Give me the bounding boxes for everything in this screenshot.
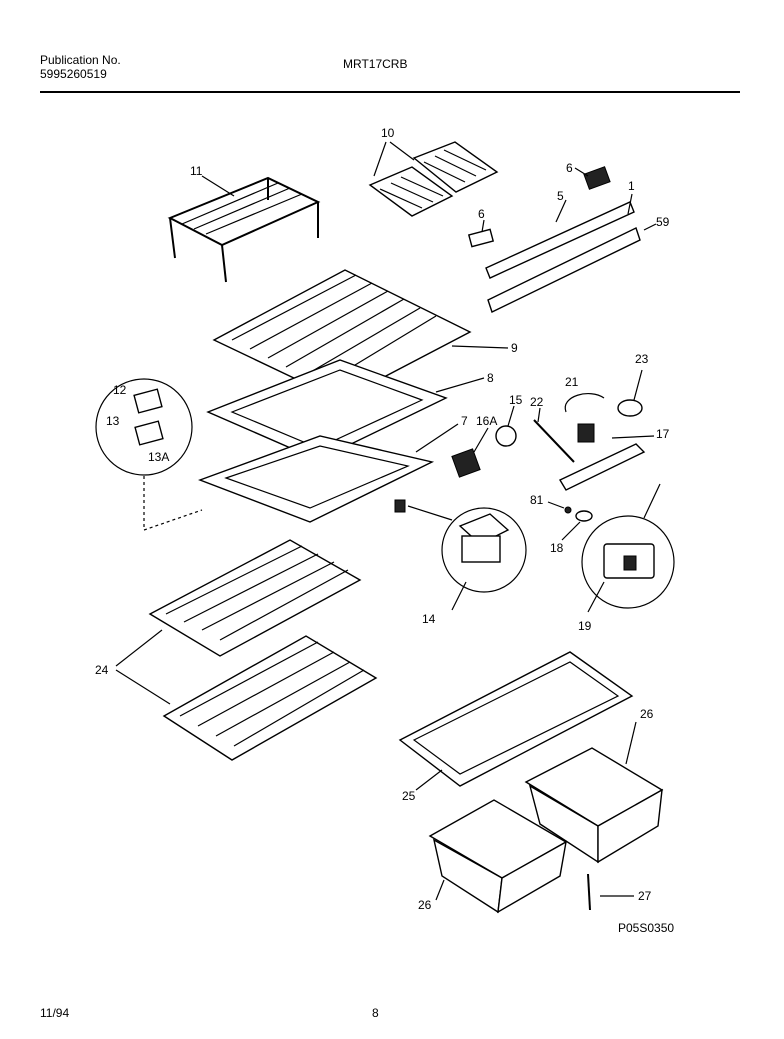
callout-11: 11 bbox=[190, 164, 203, 178]
callout-13a: 13A bbox=[148, 450, 169, 464]
part-1-trim bbox=[487, 227, 641, 313]
model-number: MRT17CRB bbox=[343, 57, 408, 71]
part-26-drawer-right bbox=[524, 747, 664, 864]
callout-5: 5 bbox=[557, 189, 564, 203]
part-18-washer bbox=[575, 510, 593, 522]
part-17-housing bbox=[559, 443, 646, 491]
part-8-tray bbox=[206, 359, 448, 461]
callout-10: 10 bbox=[381, 126, 395, 140]
leader-10a bbox=[373, 141, 387, 177]
leader-15 bbox=[507, 405, 515, 427]
leader-17 bbox=[611, 435, 655, 439]
callout-8: 8 bbox=[487, 371, 494, 385]
callout-81: 81 bbox=[530, 493, 544, 507]
leader-9 bbox=[451, 345, 509, 349]
detail-circle-19 bbox=[581, 515, 675, 609]
leader-22 bbox=[537, 407, 541, 423]
part-27-rod bbox=[587, 873, 591, 911]
callout-24: 24 bbox=[95, 663, 109, 677]
part-19-rocker bbox=[623, 555, 637, 571]
leader-1 bbox=[627, 193, 633, 215]
publication-label: Publication No. bbox=[40, 53, 121, 67]
leader-26b bbox=[435, 879, 445, 901]
part-16a-socket bbox=[451, 448, 481, 478]
publication-date: 11/94 bbox=[40, 1006, 70, 1020]
part-81-screw bbox=[564, 506, 572, 514]
leader-24a bbox=[115, 629, 163, 667]
leader-10b bbox=[389, 141, 415, 161]
leader-23 bbox=[633, 369, 643, 401]
part-59-screw bbox=[643, 223, 657, 231]
leader-18 bbox=[561, 521, 581, 541]
page-number: 8 bbox=[372, 1006, 379, 1020]
part-6-clip-lower bbox=[467, 228, 495, 248]
callout-12: 12 bbox=[113, 383, 127, 397]
part-26-drawer-left bbox=[428, 799, 568, 914]
callout-27: 27 bbox=[638, 889, 652, 903]
leader-6a bbox=[574, 167, 589, 177]
part-14-small bbox=[394, 499, 406, 513]
leader-25 bbox=[415, 769, 443, 791]
leader-19 bbox=[587, 581, 605, 613]
leader-16a bbox=[473, 427, 489, 453]
part-7-pan bbox=[198, 435, 435, 523]
part-13 bbox=[134, 420, 164, 446]
leader-14-link bbox=[407, 505, 453, 521]
callout-26-left: 26 bbox=[418, 898, 432, 912]
part-22-rod bbox=[533, 419, 575, 463]
callout-21: 21 bbox=[565, 375, 579, 389]
callout-16a: 16A bbox=[476, 414, 497, 428]
callout-17: 17 bbox=[656, 427, 670, 441]
leader-14 bbox=[451, 581, 467, 611]
part-24-shelf-upper bbox=[148, 539, 362, 657]
leader-19-link bbox=[643, 483, 661, 519]
detail-dash-link bbox=[143, 476, 203, 531]
part-25-crisper-cover bbox=[398, 651, 634, 787]
part-10-ice-trays bbox=[368, 141, 499, 217]
callout-59: 59 bbox=[656, 215, 670, 229]
callout-6-lower: 6 bbox=[478, 207, 485, 221]
callout-26-right: 26 bbox=[640, 707, 654, 721]
part-24-shelf-lower bbox=[162, 635, 378, 761]
callout-23: 23 bbox=[635, 352, 649, 366]
callout-25: 25 bbox=[402, 789, 416, 803]
leader-11 bbox=[201, 175, 235, 197]
leader-7 bbox=[415, 423, 459, 453]
callout-7: 7 bbox=[461, 414, 468, 428]
header-rule bbox=[40, 91, 740, 93]
part-6-clip-upper bbox=[583, 166, 611, 190]
leader-6b bbox=[481, 219, 485, 233]
callout-18: 18 bbox=[550, 541, 564, 555]
leader-8 bbox=[435, 377, 485, 393]
leader-24b bbox=[115, 669, 171, 705]
part-12 bbox=[133, 388, 163, 414]
callout-1: 1 bbox=[628, 179, 635, 193]
part-11-wire-rack bbox=[167, 176, 321, 283]
callout-13: 13 bbox=[106, 414, 120, 428]
leader-26a bbox=[625, 721, 637, 765]
callout-6-upper: 6 bbox=[566, 161, 573, 175]
callout-15: 15 bbox=[509, 393, 523, 407]
leader-5 bbox=[555, 199, 567, 223]
callout-14: 14 bbox=[422, 612, 436, 626]
detail-circle-12-13 bbox=[95, 378, 193, 476]
detail-circle-14 bbox=[441, 507, 527, 593]
callout-19: 19 bbox=[578, 619, 592, 633]
part-15-bulb bbox=[495, 425, 517, 447]
leader-81 bbox=[547, 501, 565, 509]
publication-number: 5995260519 bbox=[40, 67, 107, 81]
callout-9: 9 bbox=[511, 341, 518, 355]
part-5-trim bbox=[485, 201, 635, 279]
part-23-knob bbox=[617, 399, 643, 417]
drawing-number: P05S0350 bbox=[618, 921, 675, 935]
part-21-wire bbox=[564, 393, 605, 413]
part-14-body bbox=[461, 535, 501, 563]
callout-22: 22 bbox=[530, 395, 544, 409]
part-21-connector bbox=[577, 423, 595, 443]
